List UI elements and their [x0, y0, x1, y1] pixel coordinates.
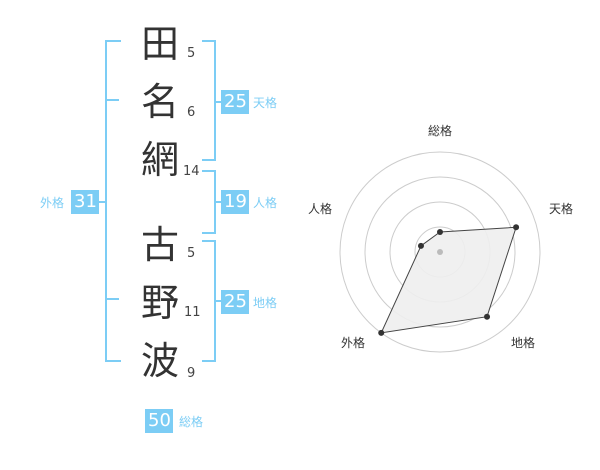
radar-chart — [339, 151, 541, 353]
soukaku-label: 総格 — [179, 415, 204, 429]
gaikaku-value: 31 — [71, 190, 99, 214]
stroke-count-3: 14 — [183, 164, 200, 179]
radar-ring — [364, 176, 516, 328]
jinkaku-bracket — [202, 170, 216, 234]
name-char-6: 波 — [140, 339, 179, 383]
radar-label-tenkaku: 天格 — [549, 202, 574, 216]
name-char-5: 野 — [140, 281, 179, 325]
name-char-4: 古 — [140, 223, 179, 267]
tenkaku-connector — [216, 101, 222, 103]
gaikaku-label: 外格 — [40, 196, 65, 210]
radar-point-4 — [378, 329, 385, 336]
chikaku-label: 地格 — [253, 296, 278, 310]
tenkaku-label: 天格 — [253, 96, 278, 110]
stroke-count-2: 6 — [187, 105, 196, 120]
radar-label-jinkaku: 人格 — [308, 202, 333, 216]
radar-area — [380, 226, 517, 334]
radar-point-5 — [417, 242, 424, 249]
name-char-1: 田 — [140, 22, 179, 66]
gaikaku-connector — [97, 201, 105, 203]
chikaku-connector — [216, 300, 222, 302]
radar-points — [378, 224, 520, 336]
gaikaku-bracket-tick-bottom — [105, 298, 119, 300]
name-char-2: 名 — [140, 80, 179, 124]
stroke-count-6: 9 — [187, 366, 196, 381]
radar-point-1 — [437, 229, 443, 235]
radar-ring — [339, 151, 541, 353]
radar-label-chikaku: 地格 — [511, 336, 536, 350]
jinkaku-label: 人格 — [253, 196, 278, 210]
jinkaku-value: 19 — [221, 190, 249, 214]
gaikaku-bracket-tick-top — [105, 99, 119, 101]
stroke-count-5: 11 — [184, 305, 201, 320]
stroke-count-1: 5 — [187, 46, 196, 61]
radar-point-2 — [513, 224, 520, 231]
chikaku-value: 25 — [221, 290, 249, 314]
radar-label-gaikaku: 外格 — [341, 336, 366, 350]
name-char-3: 網 — [140, 138, 179, 182]
jinkaku-connector — [216, 201, 222, 203]
radar-point-3 — [484, 313, 491, 320]
tenkaku-bracket — [202, 40, 216, 161]
chikaku-bracket — [202, 240, 216, 362]
gaikaku-bracket — [105, 40, 121, 362]
tenkaku-value: 25 — [221, 90, 249, 114]
soukaku-value: 50 — [145, 409, 173, 433]
radar-label-soukaku: 総格 — [428, 124, 453, 138]
stroke-count-4: 5 — [187, 246, 196, 261]
radar-center — [437, 249, 443, 255]
